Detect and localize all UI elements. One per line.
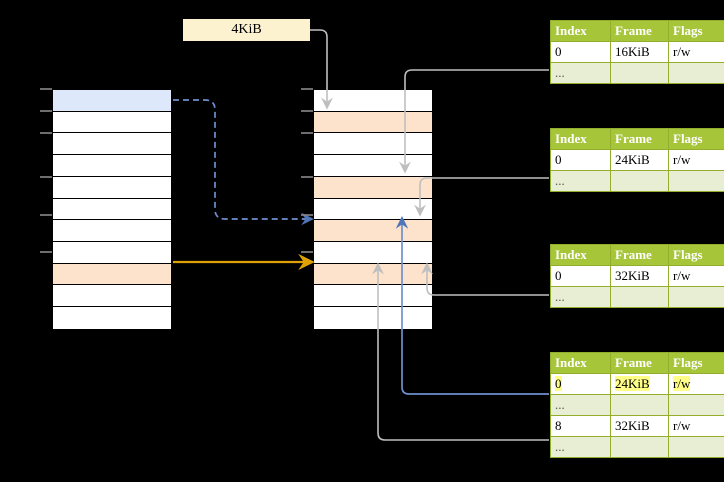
cell-index: ... xyxy=(550,62,611,84)
left-column-row-1 xyxy=(53,111,171,134)
cell-flags: r/w xyxy=(668,415,724,437)
gray-connector-table1 xyxy=(399,69,549,174)
column-header-frame: Frame xyxy=(610,128,669,150)
highlighted-value: r/w xyxy=(673,376,691,391)
cell-index: 8 xyxy=(550,415,611,437)
cell-flags xyxy=(668,62,724,84)
table-row[interactable]: ... xyxy=(550,170,724,192)
cell-flags: r/w xyxy=(668,265,724,287)
column-header-frame: Frame xyxy=(610,244,669,266)
left-column-row-0 xyxy=(53,90,171,112)
left-column-row-5 xyxy=(53,198,171,221)
column-tick-marks xyxy=(40,88,313,253)
column-header-flags: Flags xyxy=(668,352,724,374)
column-header-index: Index xyxy=(550,128,611,150)
cell-frame: 32KiB xyxy=(610,265,669,287)
cell-flags: r/w xyxy=(668,149,724,171)
cell-frame xyxy=(610,286,669,308)
column-header-index: Index xyxy=(550,20,611,42)
middle-column-row-4 xyxy=(314,176,432,199)
cell-frame: 24KiB xyxy=(610,149,669,171)
column-header-frame: Frame xyxy=(610,20,669,42)
table-row[interactable]: ... xyxy=(550,62,724,84)
left-column-row-6 xyxy=(53,220,171,243)
left-memory-column xyxy=(52,89,172,330)
highlighted-value: 24KiB xyxy=(615,376,650,391)
cell-flags xyxy=(668,394,724,416)
gray-connector-chip-to-col xyxy=(310,29,333,110)
left-column-row-10 xyxy=(53,307,171,329)
cell-index: 0 xyxy=(550,265,611,287)
middle-column-row-5 xyxy=(314,198,432,221)
column-header-frame: Frame xyxy=(610,352,669,374)
table-row[interactable]: ... xyxy=(550,286,724,308)
left-column-row-7 xyxy=(53,242,171,264)
cell-frame xyxy=(610,62,669,84)
table-row[interactable]: ... xyxy=(550,436,724,458)
table-row[interactable]: ... xyxy=(550,394,724,416)
cell-index: 0 xyxy=(550,373,611,395)
size-label-chip: 4KiB xyxy=(183,19,310,41)
cell-flags: r/w xyxy=(668,41,724,63)
gray-connector-table2 xyxy=(414,177,549,217)
cell-frame xyxy=(610,170,669,192)
cell-flags: r/w xyxy=(668,373,724,395)
middle-column-row-2 xyxy=(314,133,432,156)
gray-connector-table4-row8 xyxy=(372,262,549,441)
cell-frame xyxy=(610,394,669,416)
cell-index: ... xyxy=(550,436,611,458)
cell-frame xyxy=(610,436,669,458)
left-column-row-2 xyxy=(53,133,171,156)
cell-index: ... xyxy=(550,170,611,192)
left-column-row-4 xyxy=(53,176,171,199)
cell-index: 0 xyxy=(550,41,611,63)
column-header-flags: Flags xyxy=(668,20,724,42)
cell-flags xyxy=(668,286,724,308)
left-column-row-8 xyxy=(53,263,171,286)
highlighted-value: 0 xyxy=(555,376,562,391)
blue-connector-table4-row0 xyxy=(395,216,549,395)
column-header-index: Index xyxy=(550,244,611,266)
table-row[interactable]: 0 24KiB r/w xyxy=(550,373,724,395)
column-header-index: Index xyxy=(550,352,611,374)
cell-flags xyxy=(668,436,724,458)
column-header-flags: Flags xyxy=(668,128,724,150)
gray-connector-table3 xyxy=(421,262,549,296)
middle-column-row-0 xyxy=(314,90,432,112)
blue-dashed-connector xyxy=(173,99,314,226)
cell-frame: 32KiB xyxy=(610,415,669,437)
middle-column-row-1 xyxy=(314,111,432,134)
cell-index: ... xyxy=(550,286,611,308)
left-column-row-9 xyxy=(53,285,171,308)
left-column-row-3 xyxy=(53,155,171,177)
column-header-flags: Flags xyxy=(668,244,724,266)
cell-flags xyxy=(668,170,724,192)
cell-frame: 24KiB xyxy=(610,373,669,395)
cell-index: 0 xyxy=(550,149,611,171)
cell-index: ... xyxy=(550,394,611,416)
cell-frame: 16KiB xyxy=(610,41,669,63)
